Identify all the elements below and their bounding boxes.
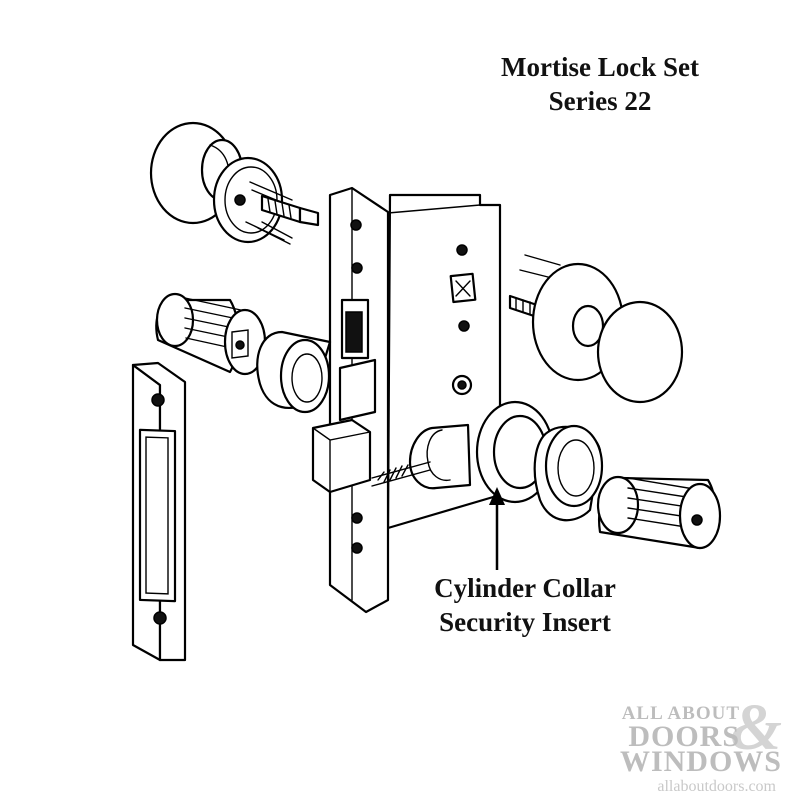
security-insert (475, 400, 604, 522)
watermark-windows: WINDOWS (619, 745, 782, 778)
watermark-ampersand: & (730, 691, 782, 764)
strike-plate (131, 361, 187, 662)
watermark-url: allaboutdoors.com (657, 778, 776, 795)
callout-arrow (489, 487, 505, 570)
knob-right (508, 254, 684, 404)
collar-left (256, 330, 332, 414)
watermark-small-text: ALL ABOUT (621, 703, 740, 724)
diagram-title: Mortise Lock Set (501, 52, 699, 82)
callout-label-line1: Cylinder Collar (434, 573, 616, 603)
diagram-subtitle: Series 22 (548, 86, 652, 116)
lock-body (386, 193, 502, 530)
watermark-doors: DOORS (628, 720, 740, 753)
callout-label-line2: Security Insert (439, 607, 611, 637)
cylinder-right (596, 475, 722, 550)
knob-left (149, 121, 320, 245)
face-plate (311, 186, 431, 614)
cylinder-left (155, 292, 267, 376)
